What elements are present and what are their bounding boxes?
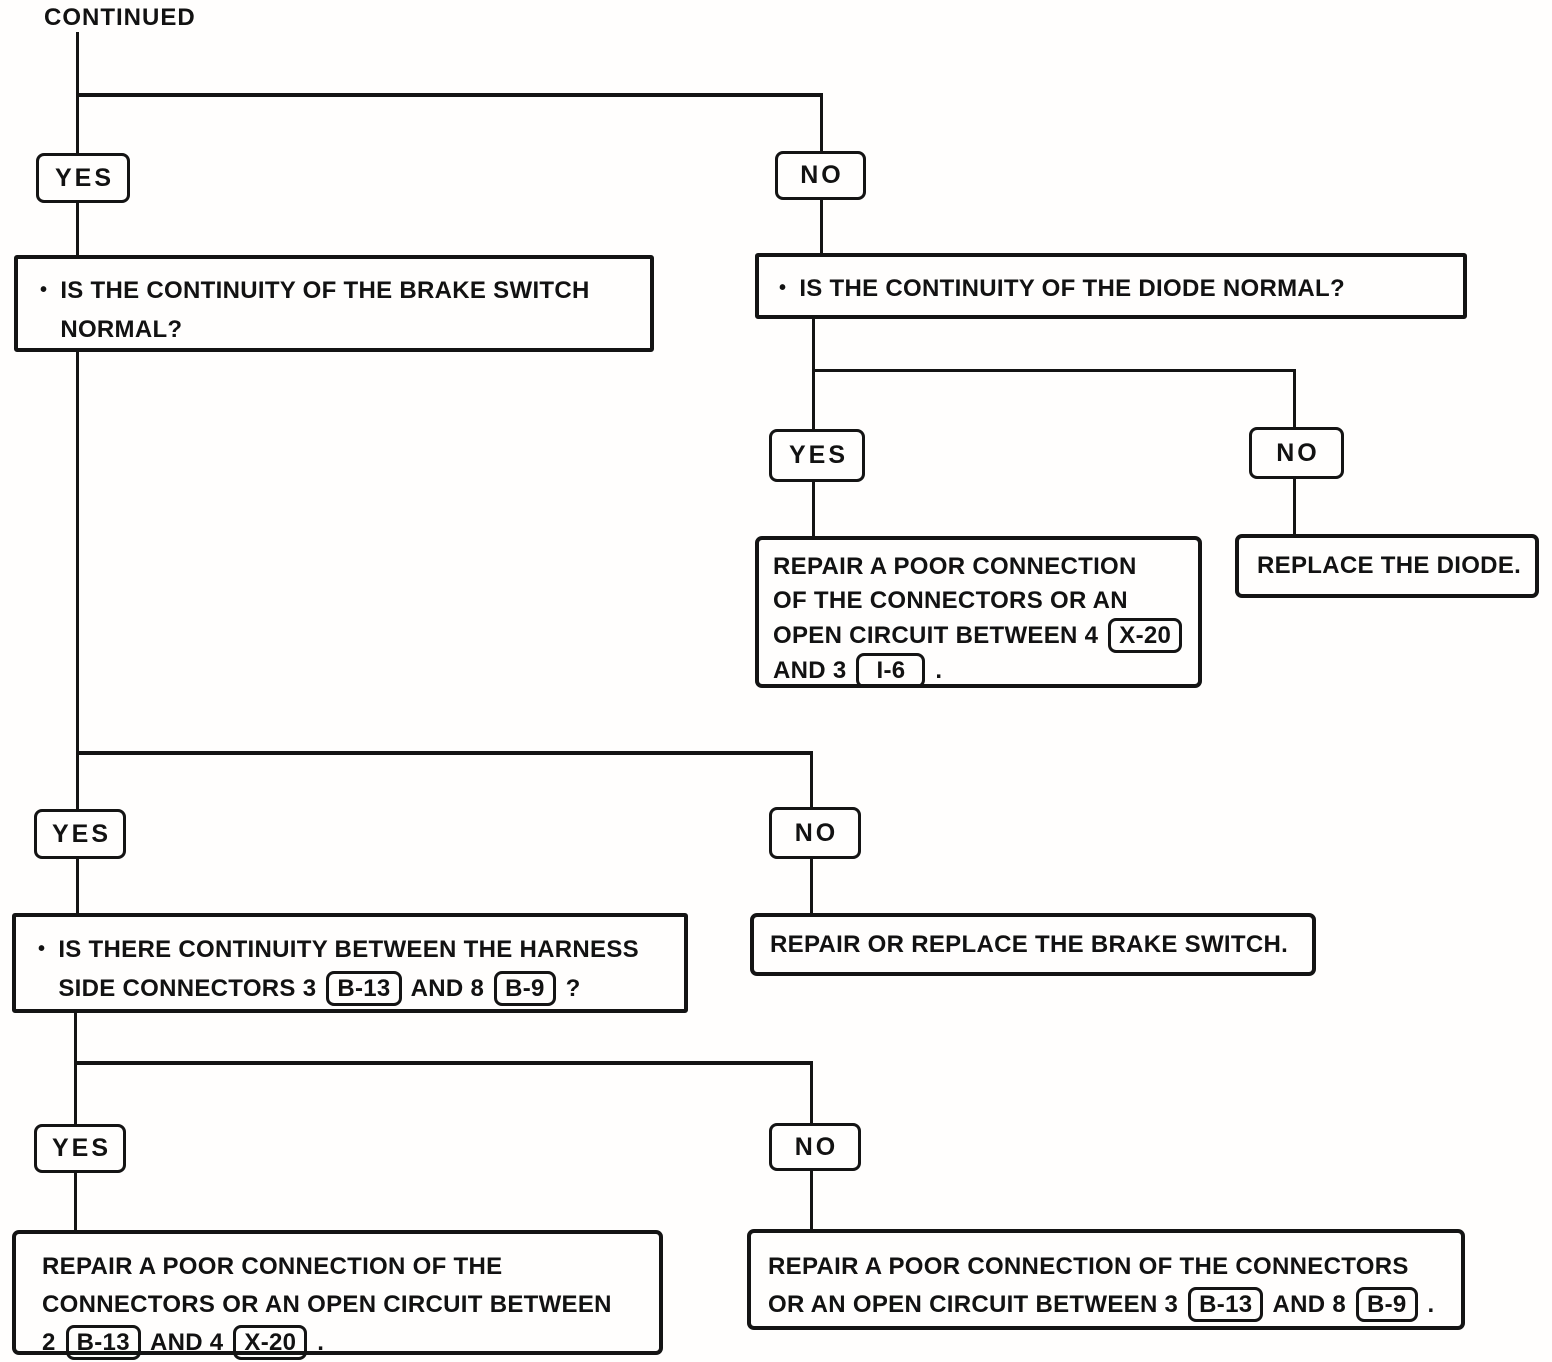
yes-badge-diode-ok: YES — [769, 429, 865, 482]
connector-line — [74, 1011, 77, 1064]
connector-line — [76, 751, 813, 755]
yes-badge-harness-ok: YES — [34, 1124, 126, 1173]
question-text-line: IS THE CONTINUITY OF THE DIODE NORMAL? — [799, 275, 1345, 302]
action-text-line: REPAIR OR REPLACE THE BRAKE SWITCH. — [770, 930, 1289, 958]
connector-line — [76, 351, 79, 755]
text-segment: ? — [565, 975, 581, 1002]
connector-line — [1293, 369, 1296, 428]
action-text-line: REPAIR A POOR CONNECTION — [773, 553, 1137, 580]
no-badge-harness-fail: NO — [769, 1123, 861, 1171]
connector-line — [820, 199, 823, 255]
action-text-line: REPLACE THE DIODE. — [1257, 552, 1522, 579]
connector-line — [810, 751, 813, 807]
yes-badge-harness-branch: YES — [34, 809, 126, 859]
connector-line — [76, 93, 79, 155]
connector-line — [820, 93, 823, 153]
continued-label: CONTINUED — [44, 4, 196, 31]
action-repair-connection-b13-b9: REPAIR A POOR CONNECTION OF THE CONNECTO… — [747, 1229, 1465, 1330]
yes-badge-brake-branch: YES — [36, 153, 130, 203]
no-badge-diode-fail: NO — [1249, 427, 1344, 479]
question-brake-switch-continuity: • IS THE CONTINUITY OF THE BRAKE SWITCH … — [14, 255, 654, 352]
bullet-icon: • — [779, 277, 787, 299]
connector-line — [74, 1061, 77, 1124]
connector-line — [810, 1170, 813, 1230]
action-repair-connection-x20-i6: REPAIR A POOR CONNECTION OF THE CONNECTO… — [755, 536, 1202, 688]
action-repair-connection-b13-x20: REPAIR A POOR CONNECTION OF THE CONNECTO… — [12, 1230, 663, 1360]
question-text-line: NORMAL? — [60, 316, 183, 343]
connector-line — [76, 202, 79, 257]
connector-tag-x20: X-20 — [233, 1325, 308, 1360]
bullet-icon: • — [38, 938, 46, 960]
text-segment: AND 8 — [410, 975, 485, 1002]
text-segment: AND 3 — [773, 657, 847, 684]
connector-line — [810, 1061, 813, 1123]
action-text-line: OF THE CONNECTORS OR AN — [773, 587, 1128, 614]
action-text-line: OR AN OPEN CIRCUIT BETWEEN 3 B-13 AND 8 … — [768, 1286, 1453, 1324]
connector-tag-b9: B-9 — [1355, 1287, 1418, 1322]
text-segment: . — [1427, 1291, 1435, 1318]
connector-line — [76, 858, 79, 915]
text-segment: SIDE CONNECTORS 3 — [58, 975, 317, 1002]
text-segment: AND 8 — [1272, 1291, 1346, 1318]
action-text-line: 2 B-13 AND 4 X-20 . — [42, 1324, 651, 1362]
bullet-icon: • — [40, 279, 48, 301]
connector-tag-b13: B-13 — [1188, 1287, 1264, 1322]
no-badge-diode-branch: NO — [775, 151, 866, 200]
connector-line — [1293, 478, 1296, 535]
text-segment: . — [935, 657, 943, 684]
connector-line — [810, 857, 813, 914]
text-segment: OPEN CIRCUIT BETWEEN 4 — [773, 622, 1099, 649]
connector-line — [76, 93, 823, 97]
connector-tag-x20: X-20 — [1108, 618, 1183, 653]
no-badge-brake-fail: NO — [769, 807, 861, 859]
connector-tag-b13: B-13 — [65, 1325, 141, 1360]
action-text-line: CONNECTORS OR AN OPEN CIRCUIT BETWEEN — [42, 1291, 612, 1318]
connector-line — [74, 1172, 77, 1232]
connector-line — [812, 481, 815, 537]
action-text-line: REPAIR A POOR CONNECTION OF THE — [42, 1253, 503, 1280]
text-segment: 2 — [42, 1329, 56, 1356]
action-text-line: OPEN CIRCUIT BETWEEN 4 X-20 — [773, 618, 1190, 653]
text-segment: . — [317, 1329, 325, 1356]
action-text-line: AND 3 I-6 . — [773, 653, 1190, 688]
question-diode-continuity: • IS THE CONTINUITY OF THE DIODE NORMAL? — [755, 253, 1467, 319]
question-text-line: IS THE CONTINUITY OF THE BRAKE SWITCH — [60, 277, 590, 304]
action-replace-diode: REPLACE THE DIODE. — [1235, 534, 1539, 598]
connector-tag-i6: I-6 — [856, 653, 926, 688]
connector-line — [812, 317, 815, 430]
action-text-line: REPAIR A POOR CONNECTION OF THE CONNECTO… — [768, 1253, 1409, 1280]
question-text-line: IS THERE CONTINUITY BETWEEN THE HARNESS — [58, 936, 639, 963]
connector-line — [74, 1061, 813, 1065]
question-text-line: SIDE CONNECTORS 3 B-13 AND 8 B-9 ? — [58, 969, 639, 1008]
connector-line — [76, 32, 79, 95]
action-repair-replace-brake-switch: REPAIR OR REPLACE THE BRAKE SWITCH. — [750, 913, 1316, 976]
text-segment: OR AN OPEN CIRCUIT BETWEEN 3 — [768, 1291, 1179, 1318]
connector-line — [76, 751, 79, 809]
text-segment: AND 4 — [149, 1329, 224, 1356]
connector-line — [812, 369, 1296, 372]
connector-tag-b13: B-13 — [326, 971, 402, 1006]
connector-tag-b9: B-9 — [494, 971, 556, 1006]
question-harness-continuity: • IS THERE CONTINUITY BETWEEN THE HARNES… — [12, 913, 688, 1013]
